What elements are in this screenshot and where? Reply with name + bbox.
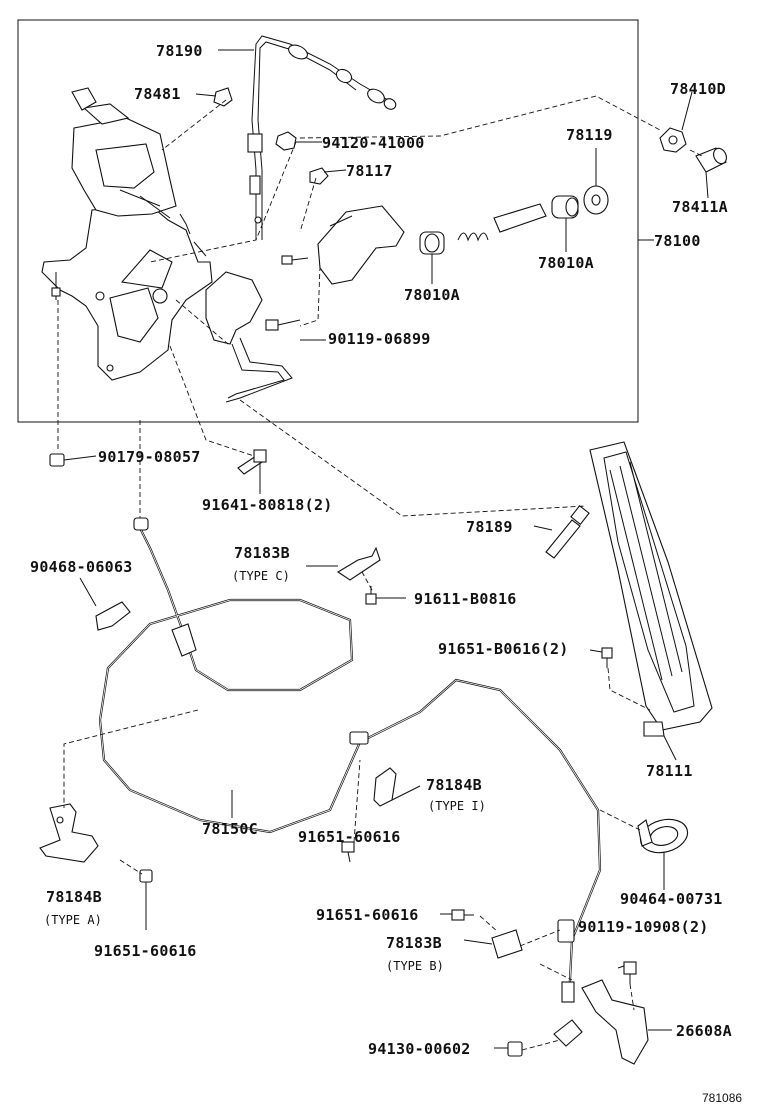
nut-94130-00602 (507, 1041, 523, 1057)
label-94130-00602: 94130-00602 (368, 1040, 471, 1058)
connection-lines (57, 95, 703, 1051)
label-78190: 78190 (156, 42, 203, 60)
label-90179-08057: 90179-08057 (98, 448, 201, 466)
bracket-26608a (581, 979, 649, 1065)
bolt-91651-mid (341, 841, 355, 863)
label-78411a: 78411A (672, 198, 728, 216)
washer-78119 (583, 185, 609, 215)
label-91611-b0816: 91611-B0816 (414, 590, 517, 608)
label-78010a-left: 78010A (404, 286, 460, 304)
bolt-upper (281, 255, 309, 265)
bolt-91651-b0616 (601, 647, 613, 668)
leader-lines (63, 49, 709, 1049)
rod (493, 203, 547, 233)
label-78119: 78119 (566, 126, 613, 144)
lever-arm (317, 205, 405, 285)
label-91641-80818: 91641-80818(2) (202, 496, 333, 514)
assembly-78100-frame (17, 19, 639, 423)
nut-94120 (275, 131, 297, 151)
label-78184b-type-a: 78184B (46, 888, 102, 906)
clamp-78184b-type-a (39, 803, 99, 863)
label-78010a-right: 78010A (538, 254, 594, 272)
accelerator-pedal-78111 (589, 441, 713, 737)
label-type-c: (TYPE C) (232, 569, 290, 583)
label-type-a: (TYPE A) (44, 913, 102, 927)
clamp-90464-00731 (637, 818, 689, 854)
clamp-78183b-type-c (336, 546, 381, 581)
pedal-bracket-assembly (41, 87, 213, 381)
bolt-90119-06899 (265, 319, 301, 331)
damper-78010a-right (551, 195, 579, 219)
bolt-90179-08057 (49, 453, 65, 467)
label-78184b-type-i: 78184B (426, 776, 482, 794)
label-91651-b0616: 91651-B0616(2) (438, 640, 569, 658)
part-labels: 78190 78481 94120-41000 78117 78119 7841… (30, 42, 742, 1105)
pedal-arm (205, 271, 293, 403)
bolt-90119-10908 (623, 961, 637, 984)
label-78111: 78111 (646, 762, 693, 780)
label-78481: 78481 (134, 85, 181, 103)
label-78189: 78189 (466, 518, 513, 536)
label-78100: 78100 (654, 232, 701, 250)
bolt-91641-80818 (237, 449, 267, 475)
damper-78010a-left (419, 231, 445, 255)
label-type-b: (TYPE B) (386, 959, 444, 973)
clip-78117 (309, 167, 329, 185)
label-90464-00731: 90464-00731 (620, 890, 723, 908)
label-78150c: 78150C (202, 820, 258, 838)
accelerator-cable-78150c (98, 517, 602, 1003)
bolt-91651-low (451, 909, 474, 921)
label-91651-60616-mid: 91651-60616 (298, 828, 401, 846)
label-91651-60616-left: 91651-60616 (94, 942, 197, 960)
clamp-78183b-type-b (491, 929, 523, 959)
spring (457, 232, 489, 242)
label-78183b-type-c: 78183B (234, 544, 290, 562)
label-90119-06899: 90119-06899 (328, 330, 431, 348)
clamp-78184b-type-i (373, 767, 397, 807)
cable-end (553, 1019, 583, 1047)
label-26608a: 26608A (676, 1022, 732, 1040)
bracket-90468-06063 (95, 601, 131, 631)
label-type-i: (TYPE I) (428, 799, 486, 813)
cable-78190 (247, 35, 397, 240)
nut-78410d (659, 127, 687, 153)
bolt-91651-left (139, 869, 153, 930)
figure-reference: 781086 (702, 1091, 742, 1105)
clip-78481 (213, 87, 233, 107)
label-78183b-type-b: 78183B (386, 934, 442, 952)
label-90119-10908: 90119-10908(2) (578, 918, 709, 936)
label-78410d: 78410D (670, 80, 726, 98)
label-94120-41000: 94120-41000 (322, 134, 425, 152)
label-78117: 78117 (346, 162, 393, 180)
stopper-78189 (545, 505, 590, 559)
label-90468-06063: 90468-06063 (30, 558, 133, 576)
label-91651-60616-low: 91651-60616 (316, 906, 419, 924)
cap-78411a (695, 147, 727, 173)
